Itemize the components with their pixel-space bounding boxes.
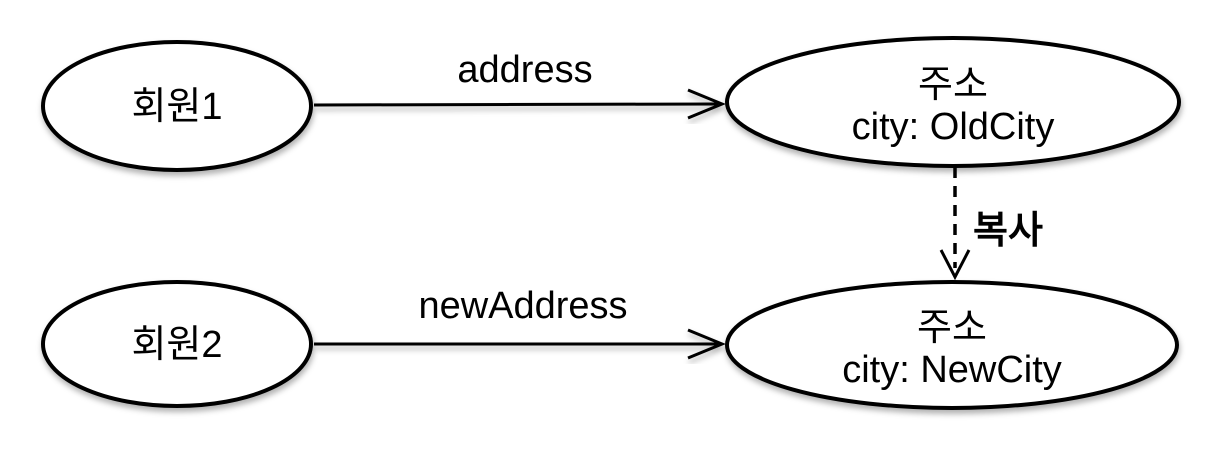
arrowhead-right-icon — [687, 328, 726, 360]
node-member2: 회원2 — [41, 280, 313, 408]
edge-label-copy: 복사 — [973, 210, 1043, 252]
edge-copy — [939, 167, 971, 281]
node-address-new-city: city: NewCity — [842, 349, 1062, 391]
node-address-old-title: 주소 — [918, 64, 988, 106]
node-address-old-city: city: OldCity — [852, 106, 1055, 148]
node-member2-ellipse — [41, 280, 313, 408]
node-member1: 회원1 — [41, 40, 313, 172]
arrowhead-down-icon — [939, 249, 971, 281]
edge-label-address: address — [457, 49, 592, 91]
edge-new-address — [314, 328, 726, 360]
edge-address — [313, 88, 726, 120]
node-address-new: 주소 city: NewCity — [725, 280, 1179, 410]
node-member2-label: 회원2 — [131, 324, 222, 366]
node-member1-label: 회원1 — [131, 86, 222, 128]
node-member1-ellipse — [41, 40, 313, 172]
node-address-new-title: 주소 — [917, 307, 987, 349]
node-address-old-ellipse — [725, 36, 1181, 168]
node-address-new-ellipse — [725, 280, 1179, 410]
edge-address-line — [313, 102, 719, 107]
arrowhead-right-icon — [687, 88, 726, 120]
node-address-old: 주소 city: OldCity — [725, 36, 1181, 168]
edge-label-new-address: newAddress — [418, 285, 627, 327]
